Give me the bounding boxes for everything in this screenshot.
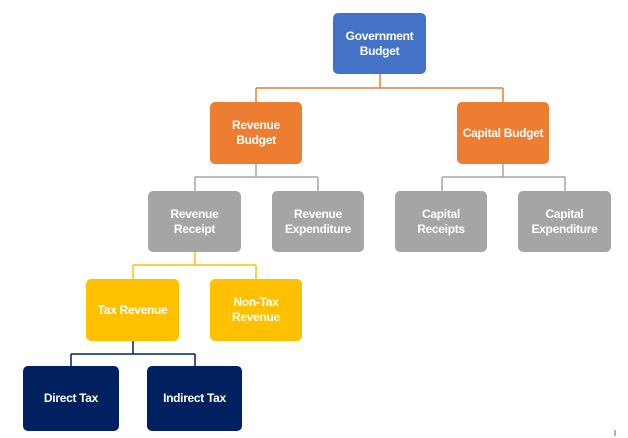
- node-capital-expenditure: Capital Expenditure: [518, 191, 611, 252]
- node-revenue-expenditure: Revenue Expenditure: [272, 191, 364, 252]
- node-tax-revenue: Tax Revenue: [86, 279, 179, 341]
- connector-revenue-budget: [194, 164, 319, 191]
- connector-capital-budget: [441, 164, 566, 191]
- corner-mark: [614, 430, 616, 436]
- connector-tax-revenue: [70, 341, 196, 366]
- node-government-budget: Government Budget: [333, 13, 426, 74]
- connector-revenue-receipt: [132, 252, 257, 279]
- node-capital-budget: Capital Budget: [457, 102, 549, 164]
- node-indirect-tax: Indirect Tax: [147, 366, 242, 431]
- node-non-tax-revenue: Non-Tax Revenue: [210, 279, 302, 341]
- node-direct-tax: Direct Tax: [23, 366, 119, 431]
- connector-government-budget: [255, 74, 504, 102]
- node-revenue-receipt: Revenue Receipt: [148, 191, 241, 252]
- node-capital-receipts: Capital Receipts: [395, 191, 487, 252]
- node-revenue-budget: Revenue Budget: [210, 102, 302, 164]
